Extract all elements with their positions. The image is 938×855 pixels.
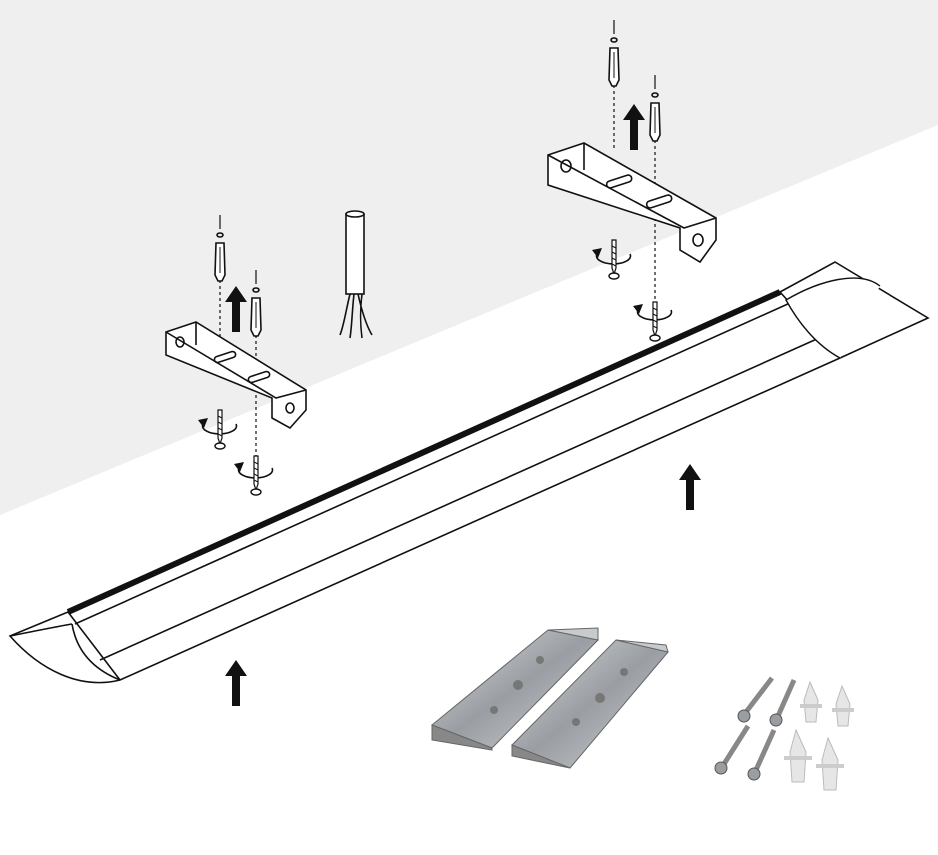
screw-icon xyxy=(649,301,661,342)
left-mounting-assembly xyxy=(165,214,307,496)
up-arrow-icon xyxy=(679,464,701,510)
wall-plug-icon xyxy=(816,736,844,791)
screw-icon xyxy=(747,728,777,781)
right-mounting-assembly xyxy=(547,19,717,342)
metal-mounting-clip-icon xyxy=(511,639,669,769)
screw-icon xyxy=(714,724,751,775)
led-batten-fixture-icon xyxy=(8,261,930,684)
screw-icon xyxy=(250,455,262,496)
rotate-arrow-icon xyxy=(233,461,274,479)
wall-plug-icon xyxy=(800,680,822,723)
rotate-arrow-icon xyxy=(632,303,673,321)
ceiling-surface xyxy=(0,0,938,515)
wall-plug-icon xyxy=(832,684,854,727)
up-arrow-icon xyxy=(225,660,247,706)
metal-mounting-clip-icon xyxy=(431,627,600,751)
screw-icon xyxy=(769,678,797,727)
wall-plug-icon xyxy=(784,728,812,783)
mounting-bracket-icon xyxy=(165,321,307,430)
hardware-set xyxy=(714,676,854,791)
mounting-bracket-icon xyxy=(547,142,717,264)
screw-icon xyxy=(737,676,774,723)
power-cable-icon xyxy=(339,210,373,339)
